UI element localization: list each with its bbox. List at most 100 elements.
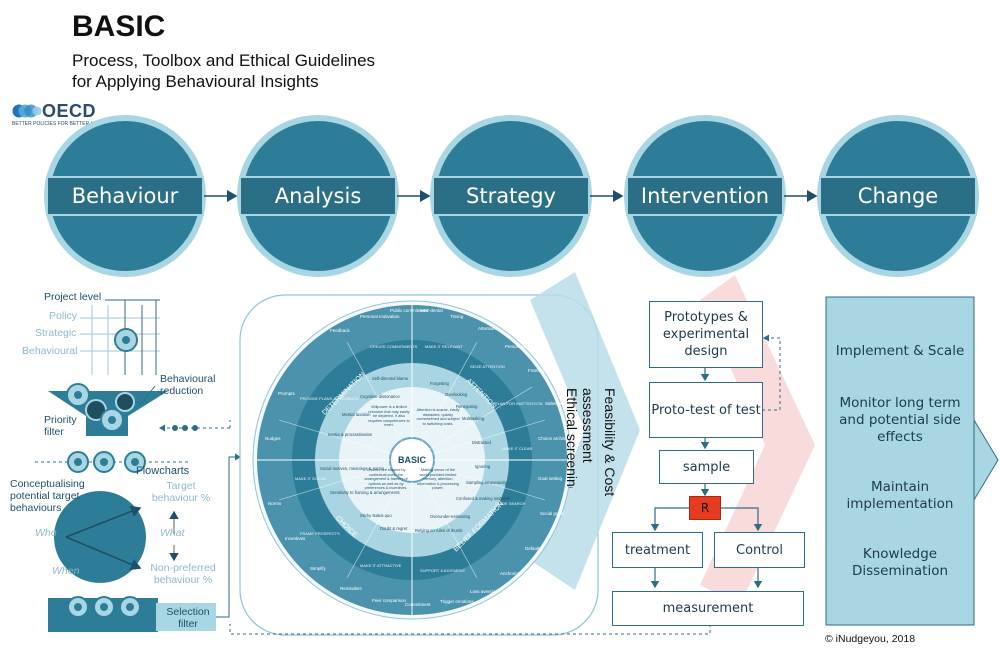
label-who: Who [35, 527, 57, 539]
label-flowcharts: Flowcharts [136, 465, 190, 477]
wheel-inner-determination-desc: Willpower is a limited resource that may… [368, 405, 410, 427]
stage-label-change: Change [857, 184, 939, 208]
wheel-outer-label: Social proof [540, 511, 565, 516]
wheel-inner-text: Cognitive dissonance [360, 394, 400, 399]
label-conceptualising: Conceptualising potential target behavio… [10, 478, 85, 514]
wheel-outer-label: Trigger emotions [440, 599, 474, 604]
prototest-box: Proto-test of test [649, 382, 763, 438]
stage-circle-change [817, 115, 979, 277]
wheel-outer-label: Public commitment [390, 308, 429, 313]
wheel-inner-text: Mental taxation [342, 412, 371, 417]
label-priority-filter: Priority filter [44, 414, 77, 438]
priority-filter-funnel [48, 383, 168, 436]
stage-circle-behaviour [44, 115, 206, 277]
label-target-behaviour: Target behaviour % [151, 480, 211, 504]
oecd-logo-icon [12, 104, 42, 118]
wheel-outer-label: Inter-dental [420, 308, 443, 313]
wheel-outer-label: Anchoring [500, 571, 521, 576]
oecd-logo: OECD BETTER POLICIES FOR BETTER LIVES [12, 101, 132, 129]
measurement-box: measurement [612, 591, 804, 626]
wheel-outer-label: Timing [450, 314, 464, 319]
selection-filter-bar [48, 596, 216, 632]
wheel-outer-label: Attention [478, 326, 496, 331]
project-level-grid [80, 299, 160, 375]
wheel-outer-label: Peer comparison [372, 598, 407, 603]
wheel-inner-text: Willpower is a limited resource that may… [368, 405, 410, 427]
change-item-maintain: Maintain implementation [846, 479, 954, 512]
oecd-logo-tagline: BETTER POLICIES FOR BETTER LIVES [12, 121, 105, 127]
treatment-box: treatment [612, 532, 703, 568]
wheel-inner-text: Distracted [472, 440, 492, 445]
wheel-outer-label: Nudges [265, 436, 281, 441]
wheel-inner-text: Ignoring [475, 464, 491, 469]
wheel-inner-text: Doubt & regret [380, 526, 408, 531]
label-what: What [160, 527, 185, 539]
wheel-middle-label: MAKE IT ATTRACTIVE [360, 563, 402, 568]
wheel-outer-label: Commitment [405, 602, 431, 607]
prototypes-box: Prototypes & experimental design [649, 301, 763, 368]
wheel-inner-text: Sensitivity to framing & arrangements [330, 490, 400, 495]
stage-circles [44, 115, 979, 277]
label-strategic: Strategic [35, 327, 77, 339]
label-policy: Policy [49, 310, 78, 322]
wheel-outer-label: Incentives [285, 536, 306, 541]
wheel-inner-text: Choices are shaped by contextual cues, t… [364, 468, 408, 490]
flowchart-nodes [35, 425, 198, 473]
wheel-inner-text: Multitasking [462, 416, 485, 421]
wheel-inner-text: Forgetting [430, 381, 450, 386]
wheel-outer-label: Loss aversion [470, 589, 498, 594]
wheel-outer-label: Framing [528, 368, 545, 373]
subtitle-line-2: for Applying Behavioural Insights [72, 72, 319, 91]
sample-box: sample [659, 450, 754, 484]
wheel-inner-text: Sampling erroneously [466, 480, 507, 485]
label-behavioural: Behavioural [22, 345, 78, 357]
wheel-inner-belief-desc: Making sense of the world provided limit… [417, 468, 459, 490]
wheel-center-label: BASIC [398, 455, 427, 465]
label-when: When [52, 565, 80, 577]
wheel-inner-text: Social motives, meanings & norms [320, 466, 384, 471]
label-non-preferred-behaviour: Non-preferred behaviour % [150, 562, 216, 586]
wheel-outer-label: Goal setting [538, 476, 563, 481]
wheel-inner-text: Making sense of the world provided limit… [417, 468, 459, 490]
feasibility-assessment-label: assessment [580, 388, 596, 463]
randomisation-box: R [689, 496, 721, 520]
wheel-outer-label: Salience [545, 401, 563, 406]
wheel-inner-attention-desc: Attention is scarce, easily distracted, … [416, 408, 460, 426]
wheel-middle-label: PROVIDE PLANS & FEEDBACK [300, 396, 359, 401]
stage-label-analysis: Analysis [274, 184, 362, 208]
wheel-outer-label: Prompts [278, 391, 296, 396]
feasibility-label: Feasibility & Cost [602, 388, 618, 497]
wheel-inner-text: Attention is scarce, easily distracted, … [416, 408, 460, 426]
stage-circle-intervention [624, 115, 786, 277]
page-title: BASIC [72, 10, 166, 43]
label-behavioural-reduction: Behavioural reduction [160, 373, 216, 397]
change-item-monitor: Monitor long term and potential side eff… [839, 395, 961, 445]
wheel-middle-label: MAKE IT SOCIAL [295, 476, 327, 481]
wheel-middle-label: CREATE COMMITMENTS [370, 344, 418, 349]
wheel-outer-label: Norms [268, 501, 282, 506]
intervention-flow-arrows [229, 334, 781, 635]
basic-wheel: BASIC DETERMINATION ATTENTION BELIEF FOR… [252, 300, 577, 620]
wheel-inner-text: Inertia & procrastination [328, 432, 373, 437]
wheel-inner-text: Relying on rules of thumb [415, 528, 463, 533]
wheel-inner-text: Sticky status quo [360, 513, 392, 518]
label-selection-filter: Selection filter [166, 606, 210, 630]
wheel-middle-label: MAKE IT CLEAR [502, 446, 532, 451]
control-box: Control [714, 532, 805, 568]
wheel-inner-text: Renegating [456, 404, 478, 409]
wheel-inner-text: Confused & making mistakes [456, 496, 510, 501]
wheel-outer-label: Personal motivation [360, 314, 400, 319]
subtitle-line-1: Process, Toolbox and Ethical Guidelines [72, 51, 376, 70]
wheel-inner-text: Self-directed blame [372, 376, 409, 381]
wheel-outer-label: Reminders [340, 586, 363, 591]
wheel-middle-label: GUIDE SEARCH [495, 501, 526, 506]
change-item-implement: Implement & Scale [835, 343, 965, 359]
change-item-dissemination: Knowledge Dissemination [851, 546, 949, 579]
wheel-middle-label: SUPPORT JUDGEMENT [420, 568, 466, 573]
wheel-middle-label: MAKE IT RELEVANT [425, 344, 463, 349]
wheel-outer-label: Choice architecture [538, 436, 577, 441]
page-subtitle: Process, Toolbox and Ethical Guidelines … [72, 50, 472, 92]
wheel-inner-choice-desc: Choices are shaped by contextual cues, t… [364, 468, 408, 490]
